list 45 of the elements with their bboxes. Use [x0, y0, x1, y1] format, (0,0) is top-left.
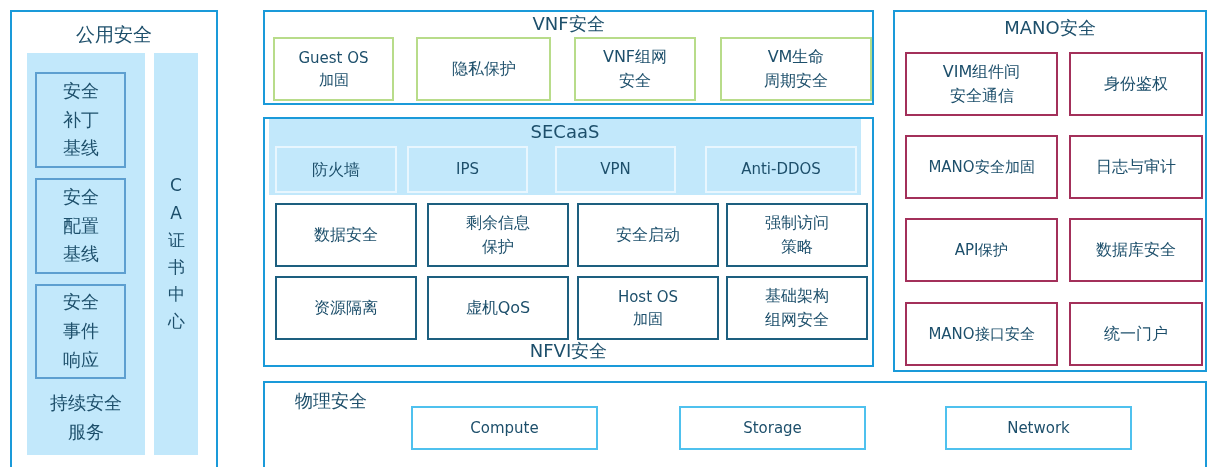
item-box: Guest OS加固: [273, 37, 394, 101]
item-box: 剩余信息保护: [427, 203, 569, 267]
panel: [263, 10, 874, 105]
service-band: [269, 119, 861, 195]
panel-title: 持续安全服务: [49, 391, 123, 445]
item-box: Compute: [411, 406, 598, 450]
item-box: 数据库安全: [1069, 218, 1203, 282]
item-box: 数据安全: [275, 203, 417, 267]
panel: [893, 10, 1207, 372]
panel-title: VNF安全: [531, 12, 606, 36]
item-box: Anti-DDOS: [705, 146, 857, 193]
panel: [263, 117, 874, 367]
panel: [10, 10, 218, 467]
item-box: VNF组网安全: [574, 37, 696, 101]
item-box: Storage: [679, 406, 866, 450]
service-band: [27, 53, 145, 455]
panel-title: 公用安全: [75, 22, 153, 47]
item-box: 安全补丁基线: [35, 72, 126, 168]
panel-title: MANO安全: [1003, 16, 1097, 40]
item-box: 隐私保护: [416, 37, 551, 101]
item-box: Host OS加固: [577, 276, 719, 340]
item-box: 基础架构组网安全: [726, 276, 868, 340]
item-box: 安全配置基线: [35, 178, 126, 274]
panel-title: 物理安全: [295, 389, 367, 413]
item-box: IPS: [407, 146, 528, 193]
item-box: 统一门户: [1069, 302, 1203, 366]
item-box: 强制访问策略: [726, 203, 868, 267]
item-box: 虚机QoS: [427, 276, 569, 340]
panel-title: NFVI安全: [528, 338, 609, 363]
item-box: 安全事件响应: [35, 284, 126, 379]
item-box: Network: [945, 406, 1132, 450]
item-box: MANO接口安全: [905, 302, 1058, 366]
vertical-band: CA证书中心: [154, 53, 198, 455]
item-box: 资源隔离: [275, 276, 417, 340]
item-box: API保护: [905, 218, 1058, 282]
item-box: 身份鉴权: [1069, 52, 1203, 116]
panel-title: SECaaS: [529, 120, 601, 144]
item-box: VIM组件间安全通信: [905, 52, 1058, 116]
item-box: 防火墙: [275, 146, 397, 193]
panel: [263, 381, 1207, 467]
item-box: MANO安全加固: [905, 135, 1058, 199]
item-box: VPN: [555, 146, 676, 193]
item-box: 日志与审计: [1069, 135, 1203, 199]
item-box: 安全启动: [577, 203, 719, 267]
item-box: VM生命周期安全: [720, 37, 872, 101]
